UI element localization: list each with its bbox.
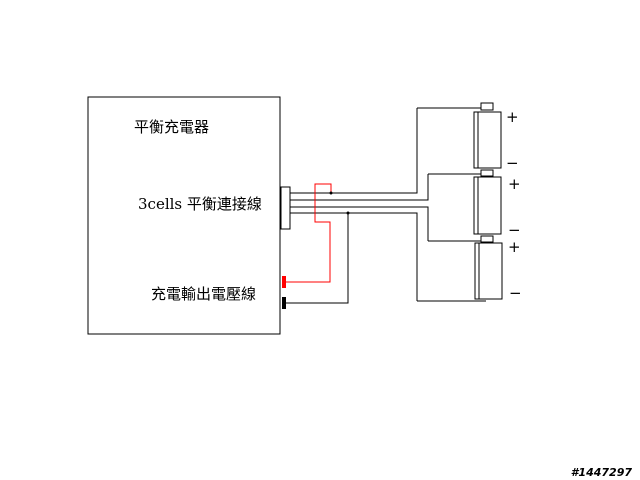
charger-box [87,96,281,335]
battery-cell-3 [474,235,503,300]
cell-1-minus-label: − [506,154,519,172]
cell-2-plus-label: + [508,175,521,193]
battery-cell-2 [473,169,502,235]
junction-dot [346,211,350,215]
charger-label: 平衡充電器 [134,118,209,136]
balance-connector-plug [280,186,291,230]
positive-output-wire [286,183,332,283]
cell-2-minus-label: − [508,221,521,239]
battery-cell-1 [473,102,502,169]
balance-lead-3 [290,206,429,241]
cell-3-minus-label: − [509,284,522,302]
output-wire-label: 充電輸出電壓線 [151,285,256,303]
cell-connections [417,107,486,302]
balance-lead-1 [290,108,418,194]
negative-output-terminal [282,297,286,309]
negative-output-wire [286,213,349,304]
balance-connector-label: 3cells 平衡連接線 [138,195,262,213]
balance-lead-2 [290,174,429,201]
junction-dot [329,191,333,195]
cell-1-plus-label: + [506,108,519,126]
cell-3-plus-label: + [508,238,521,256]
balance-leads [290,108,429,301]
balance-lead-4 [290,212,418,301]
image-id-watermark: #1447297 [571,466,633,479]
positive-output-terminal [282,276,286,288]
